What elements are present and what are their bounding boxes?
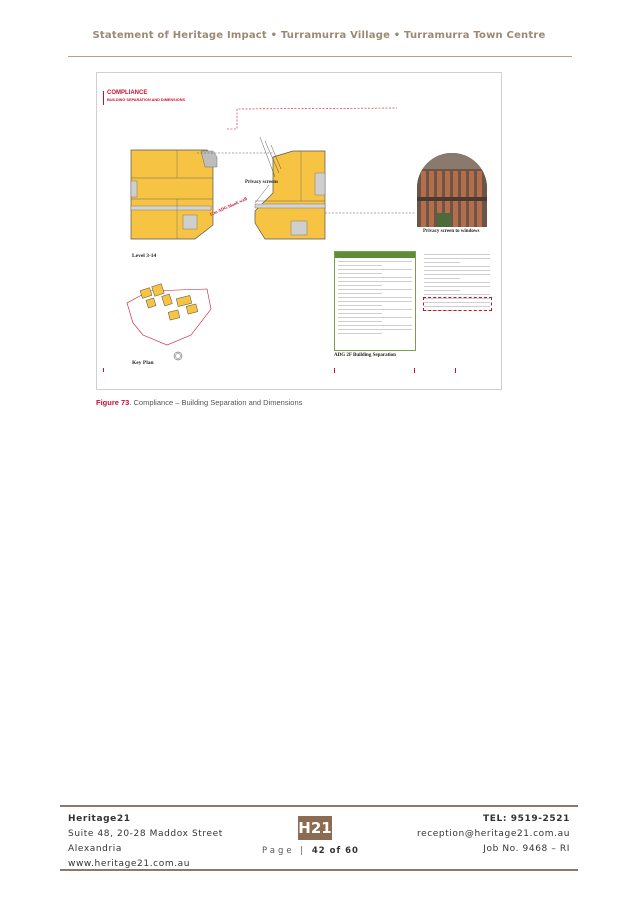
floor-plan-drawing: [103, 107, 456, 373]
figure-caption-text: . Compliance – Building Separation and D…: [129, 398, 303, 407]
compliance-figure: COMPLIANCE BUILDING SEPARATION AND DIMEN…: [96, 72, 502, 390]
key-plan-label: Key Plan: [132, 360, 154, 366]
footer-job-number: Job No. 9468 – RI: [483, 844, 570, 854]
footer-divider-top: [60, 805, 578, 807]
level-label: Level 3-14: [132, 253, 157, 259]
adg-building-separation-label: ADG 2F Building Separation: [334, 353, 396, 358]
footer-contact: TEL: 9519-2521 reception@heritage21.com.…: [417, 812, 570, 857]
page-label: Page: [262, 846, 295, 856]
adg-objective-table: [334, 251, 416, 351]
page-header-title: Statement of Heritage Impact • Turramurr…: [92, 30, 546, 41]
heritage21-logo: H21: [298, 816, 332, 840]
title-accent-bar: [103, 91, 104, 105]
highlight-dashed-box: [423, 297, 492, 311]
table-header-bar: [335, 252, 415, 258]
footer-telephone: TEL: 9519-2521: [483, 814, 570, 824]
figure-number: Figure 73: [96, 398, 130, 407]
footer-email-link[interactable]: reception@heritage21.com.au: [416, 829, 570, 839]
footer-address: Heritage21 Suite 48, 20-28 Maddox Street…: [68, 812, 223, 872]
footer-org-name: Heritage21: [68, 814, 131, 824]
panel-subtitle: BUILDING SEPARATION AND DIMENSIONS: [107, 98, 185, 102]
panel-title: COMPLIANCE: [107, 90, 148, 96]
page-number: Page | 42 of 60: [262, 846, 359, 856]
privacy-screen-photo: [417, 153, 487, 227]
photo-caption: Privacy screen to windows: [423, 229, 480, 234]
privacy-screens-label: Privacy screens: [245, 180, 279, 185]
page-count: 42 of 60: [311, 846, 359, 856]
figure-caption: Figure 73. Compliance – Building Separat…: [96, 398, 302, 407]
footer-divider-bottom: [60, 869, 578, 871]
footer-address-line2: Alexandria: [68, 844, 123, 854]
header-divider: [68, 56, 572, 57]
footer-website-link[interactable]: www.heritage21.com.au: [68, 859, 191, 869]
footer-address-line1: Suite 48, 20-28 Maddox Street: [68, 829, 223, 839]
